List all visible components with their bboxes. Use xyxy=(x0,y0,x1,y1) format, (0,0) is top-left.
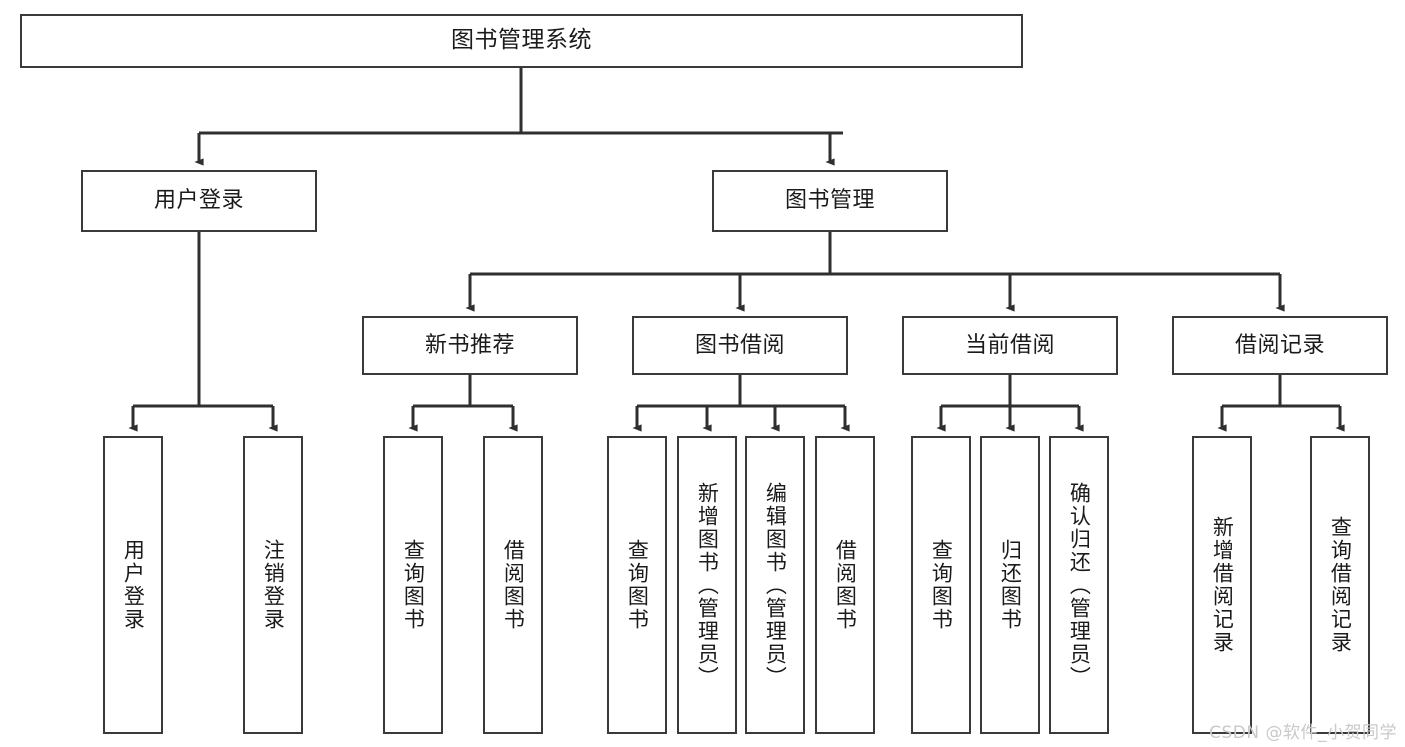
node-leaf-logout-login-label: 注销登录 xyxy=(261,539,286,631)
node-leaf-confirm-return-label: 确认归还（管理员） xyxy=(1067,481,1092,689)
node-leaf-query-record[interactable]: 查询借阅记录 xyxy=(1310,436,1370,734)
node-user-login[interactable]: 用户登录 xyxy=(81,170,317,232)
node-leaf-query-book-2[interactable]: 查询图书 xyxy=(607,436,667,734)
node-leaf-edit-book-label: 编辑图书（管理员） xyxy=(763,481,788,689)
node-book-manage-label: 图书管理 xyxy=(784,188,875,214)
node-leaf-logout-login[interactable]: 注销登录 xyxy=(243,436,303,734)
node-user-login-label: 用户登录 xyxy=(153,188,244,214)
node-leaf-query-book-3-label: 查询图书 xyxy=(929,539,954,631)
node-root[interactable]: 图书管理系统 xyxy=(20,14,1023,68)
node-leaf-add-book[interactable]: 新增图书（管理员） xyxy=(677,436,737,734)
node-leaf-confirm-return[interactable]: 确认归还（管理员） xyxy=(1049,436,1109,734)
node-leaf-add-book-label: 新增图书（管理员） xyxy=(695,481,720,689)
watermark-text: CSDN @软件_小贺同学 xyxy=(1209,723,1397,743)
node-new-book-recommend[interactable]: 新书推荐 xyxy=(362,316,578,375)
node-leaf-borrow-book-1-label: 借阅图书 xyxy=(501,539,526,631)
node-leaf-edit-book[interactable]: 编辑图书（管理员） xyxy=(745,436,805,734)
node-borrow-record-label: 借阅记录 xyxy=(1234,332,1325,358)
node-leaf-query-book-2-label: 查询图书 xyxy=(625,539,650,631)
node-leaf-query-book-1[interactable]: 查询图书 xyxy=(383,436,443,734)
node-current-borrow-label: 当前借阅 xyxy=(964,332,1055,358)
node-leaf-query-book-3[interactable]: 查询图书 xyxy=(911,436,971,734)
node-current-borrow[interactable]: 当前借阅 xyxy=(902,316,1118,375)
node-leaf-borrow-book-2[interactable]: 借阅图书 xyxy=(815,436,875,734)
node-leaf-user-login[interactable]: 用户登录 xyxy=(103,436,163,734)
node-leaf-add-record[interactable]: 新增借阅记录 xyxy=(1192,436,1252,734)
node-book-borrow[interactable]: 图书借阅 xyxy=(632,316,848,375)
node-leaf-query-record-label: 查询借阅记录 xyxy=(1328,516,1353,654)
node-leaf-return-book-label: 归还图书 xyxy=(998,539,1023,631)
node-leaf-borrow-book-2-label: 借阅图书 xyxy=(833,539,858,631)
node-book-manage[interactable]: 图书管理 xyxy=(712,170,948,232)
node-leaf-query-book-1-label: 查询图书 xyxy=(401,539,426,631)
node-root-label: 图书管理系统 xyxy=(451,27,592,54)
node-leaf-borrow-book-1[interactable]: 借阅图书 xyxy=(483,436,543,734)
node-new-book-recommend-label: 新书推荐 xyxy=(424,332,515,358)
node-leaf-return-book[interactable]: 归还图书 xyxy=(980,436,1040,734)
node-leaf-add-record-label: 新增借阅记录 xyxy=(1210,516,1235,654)
node-book-borrow-label: 图书借阅 xyxy=(694,332,785,358)
node-leaf-user-login-label: 用户登录 xyxy=(121,539,146,631)
node-borrow-record[interactable]: 借阅记录 xyxy=(1172,316,1388,375)
